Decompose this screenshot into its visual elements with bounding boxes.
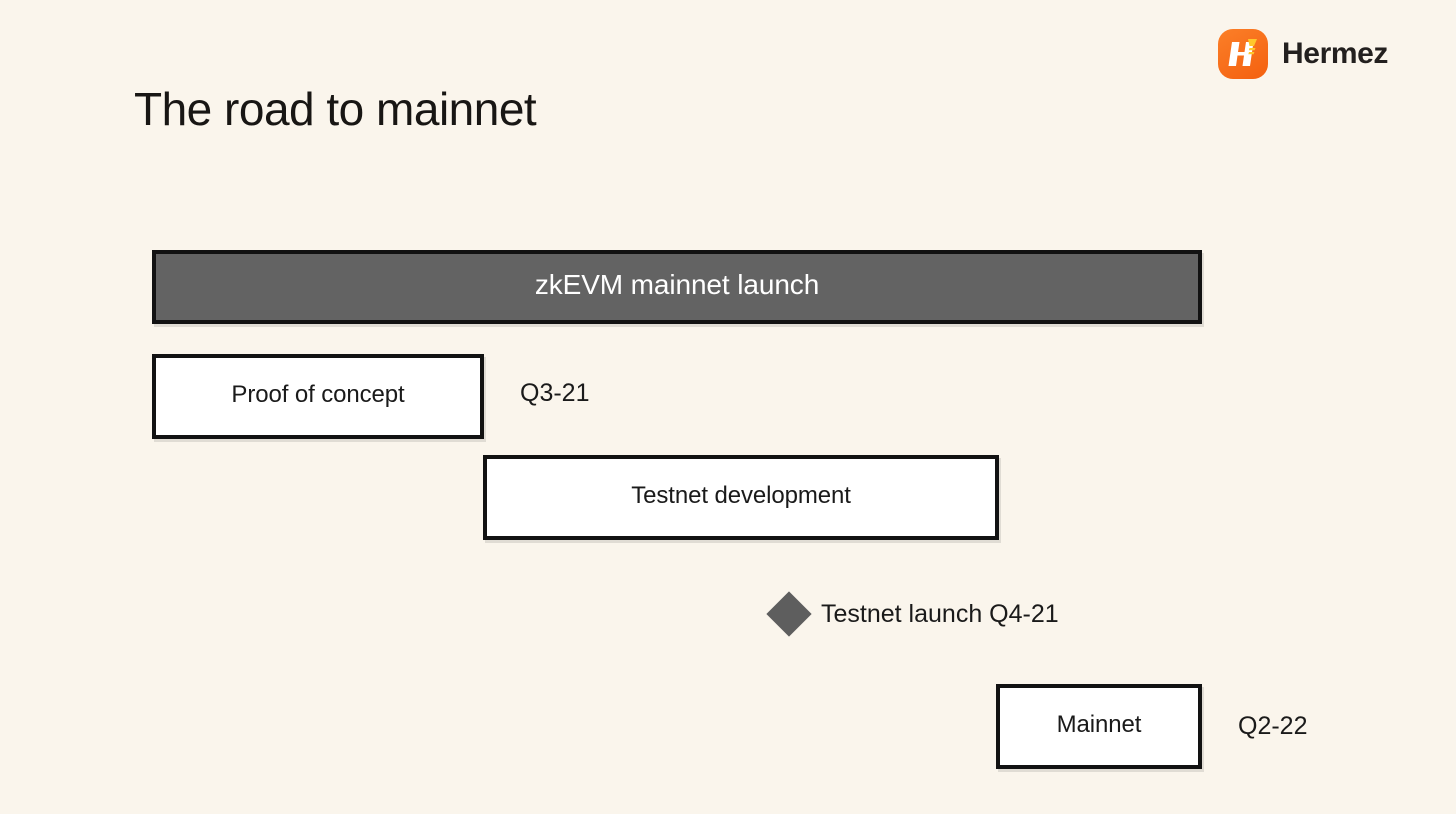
- quarter-label-q2-22: Q2-22: [1238, 712, 1308, 740]
- timeline-bar-label: zkEVM mainnet launch: [534, 269, 820, 300]
- diamond-milestone-icon: [766, 591, 812, 637]
- timeline-bar-mainnet: Mainnet: [996, 684, 1202, 769]
- quarter-label-q3-21: Q3-21: [520, 379, 590, 407]
- timeline-bar-label: Testnet development: [631, 481, 851, 509]
- timeline-bar-label: Proof of concept: [231, 380, 405, 408]
- brand-logo: Hermez: [1218, 29, 1388, 79]
- timeline-bar-label: Mainnet: [1056, 710, 1142, 738]
- timeline-bar-testnet-development: Testnet development: [483, 455, 999, 540]
- timeline-bar-zkevm-mainnet-launch: zkEVM mainnet launch: [152, 250, 1202, 324]
- milestone-label: Testnet launch Q4-21: [821, 599, 1059, 628]
- timeline-bar-proof-of-concept: Proof of concept: [152, 354, 484, 439]
- milestone-testnet-launch-q4-21: Testnet launch Q4-21: [766, 591, 1059, 637]
- brand-name: Hermez: [1282, 37, 1388, 70]
- page-title: The road to mainnet: [134, 83, 537, 135]
- hermez-h-bolt-icon: [1218, 29, 1269, 79]
